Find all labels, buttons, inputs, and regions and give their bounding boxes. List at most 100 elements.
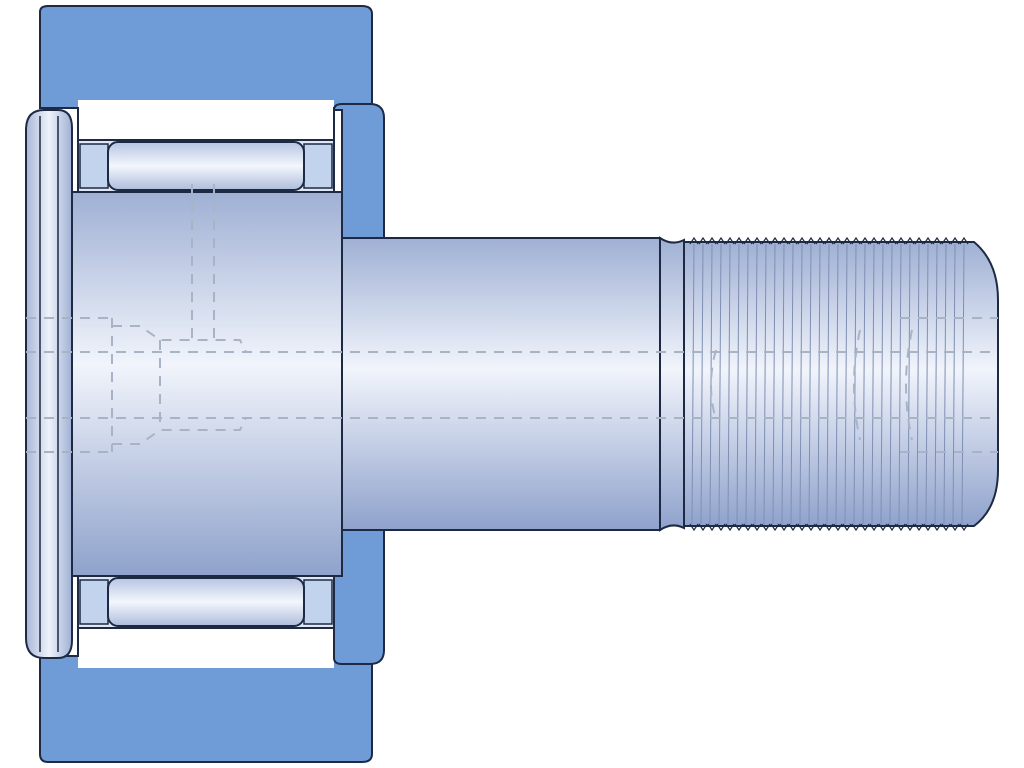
thread-line	[781, 243, 785, 525]
thread-crest	[779, 523, 789, 532]
thread-crest	[914, 523, 924, 532]
thread-crest	[905, 523, 915, 532]
thread-line	[952, 243, 956, 525]
thread-crest	[689, 236, 699, 245]
thread-crest	[779, 236, 789, 245]
thread-crest	[716, 523, 726, 532]
thread-crest	[923, 236, 933, 245]
flange-washer	[25, 109, 73, 659]
thread-line	[925, 243, 929, 525]
thread-crest	[698, 236, 708, 245]
thread-line	[907, 243, 911, 525]
thread-crest	[914, 236, 924, 245]
needle-roller-bottom	[77, 575, 335, 629]
right-shoulder	[332, 103, 385, 665]
thread-line	[691, 243, 695, 525]
thread-line	[889, 243, 893, 525]
thread-crest	[797, 236, 807, 245]
thread-crest	[734, 523, 744, 532]
thread-line	[799, 243, 803, 525]
thread-crest	[752, 523, 762, 532]
thread-crest	[743, 236, 753, 245]
thread-crest	[896, 236, 906, 245]
thread-crest	[761, 236, 771, 245]
thread-line	[862, 243, 866, 525]
thread-crest	[923, 523, 933, 532]
needle-roller-top	[77, 139, 335, 193]
thread-crest	[707, 236, 717, 245]
thread-crest	[959, 236, 969, 245]
thread-crest	[950, 523, 960, 532]
thread-crest	[887, 523, 897, 532]
thread-line	[736, 243, 740, 525]
thread-crest	[878, 523, 888, 532]
thread-crest	[878, 236, 888, 245]
thread-line	[826, 243, 830, 525]
thread-crest	[932, 523, 942, 532]
thread-line	[790, 243, 794, 525]
thread-line	[700, 243, 704, 525]
thread-line	[898, 243, 902, 525]
thread-crest	[824, 523, 834, 532]
thread-line	[754, 243, 758, 525]
thread-crest	[725, 236, 735, 245]
thread-crest	[932, 236, 942, 245]
outer-ring	[39, 5, 373, 763]
thread-crest	[941, 236, 951, 245]
thread-line	[745, 243, 749, 525]
thread-line	[835, 243, 839, 525]
thread-crest	[815, 523, 825, 532]
thread-crest	[734, 236, 744, 245]
thread-crest	[797, 523, 807, 532]
thread-lines	[689, 236, 969, 532]
thread-line	[727, 243, 731, 525]
thread-line	[808, 243, 812, 525]
thread-crest	[851, 523, 861, 532]
threaded-end	[683, 236, 999, 532]
thread-line	[871, 243, 875, 525]
thread-crest	[770, 523, 780, 532]
thread-line	[961, 243, 965, 525]
thread-crest	[806, 236, 816, 245]
thread-crest	[842, 236, 852, 245]
thread-line	[709, 243, 713, 525]
stud-shank	[341, 236, 685, 532]
thread-line	[943, 243, 947, 525]
thread-line	[763, 243, 767, 525]
thread-crest	[869, 236, 879, 245]
thread-crest	[788, 236, 798, 245]
thread-line	[772, 243, 776, 525]
thread-crest	[698, 523, 708, 532]
thread-crest	[689, 523, 699, 532]
stud-head	[69, 191, 343, 577]
thread-crest	[905, 236, 915, 245]
thread-crest	[725, 523, 735, 532]
thread-crest	[896, 523, 906, 532]
thread-line	[916, 243, 920, 525]
thread-crest	[770, 236, 780, 245]
thread-crest	[860, 523, 870, 532]
thread-crest	[761, 523, 771, 532]
thread-crest	[716, 236, 726, 245]
thread-crest	[869, 523, 879, 532]
thread-crest	[752, 236, 762, 245]
thread-crest	[707, 523, 717, 532]
thread-crest	[887, 236, 897, 245]
hidden-lines	[26, 184, 998, 453]
thread-crest	[941, 523, 951, 532]
thread-crest	[788, 523, 798, 532]
thread-crest	[950, 236, 960, 245]
thread-crest	[815, 236, 825, 245]
thread-crest	[842, 523, 852, 532]
thread-crest	[851, 236, 861, 245]
thread-crest	[806, 523, 816, 532]
thread-line	[880, 243, 884, 525]
thread-line	[817, 243, 821, 525]
thread-crest	[959, 523, 969, 532]
thread-crest	[833, 236, 843, 245]
thread-crest	[833, 523, 843, 532]
thread-line	[844, 243, 848, 525]
thread-crest	[824, 236, 834, 245]
